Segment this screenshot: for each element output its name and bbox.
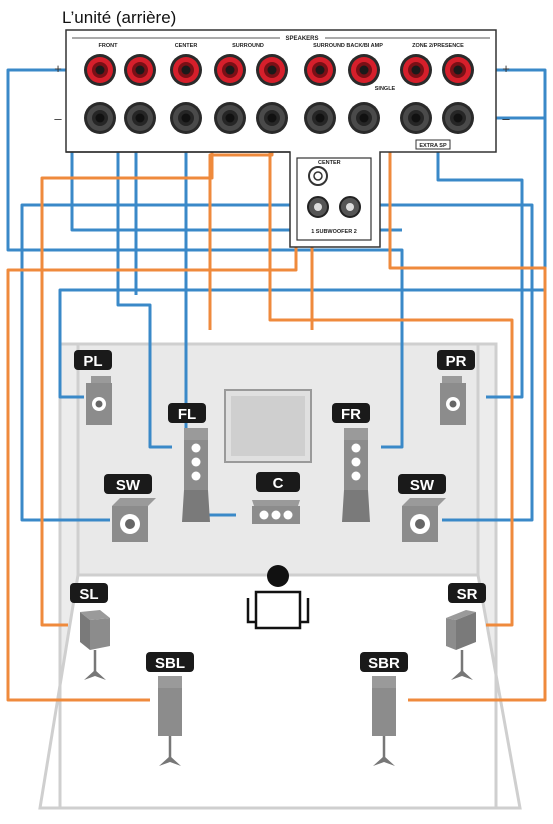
label-sw-right: SW [410,477,435,494]
speakers-label: SPEAKERS [285,36,318,42]
front-label: FRONT [99,43,119,49]
cable-pr [436,118,524,399]
speaker-c: C [252,472,300,524]
label-sl: SL [79,586,98,603]
cable-sw-left [20,203,300,522]
cable-fl-plus [6,68,404,449]
speaker-sl: SL [70,583,110,682]
tv [224,389,312,463]
label-sr: SR [457,586,478,603]
cable-pl [58,68,547,399]
plus-label: + [54,61,62,76]
surround-label: SURROUND [232,43,264,49]
speaker-sr: SR [446,583,486,682]
speaker-sw-right: SW [398,474,446,542]
speaker-sbr: SBR [360,652,408,768]
speaker-sw-left: SW [104,474,156,542]
plus-label-right: + [502,61,510,76]
label-sw-left: SW [116,477,141,494]
speaker-fl: FL [168,403,210,522]
rear-panel: SPEAKERS FRONT CENTER SURROUND SURROUND … [54,29,510,248]
subwoofer-label: 1 SUBWOOFER 2 [311,229,357,235]
label-pl: PL [83,353,102,370]
listener-icon [246,565,310,630]
cable-fr-plus [116,70,172,449]
cable-sbr [388,70,547,702]
cable-sw-right [360,203,534,522]
label-sbl: SBL [155,655,185,672]
label-pr: PR [446,353,467,370]
speaker-pl: PL [74,350,112,425]
single-label: SINGLE [375,86,396,92]
minus-label: – [54,111,62,126]
surround-back-label: SURROUND BACK/BI AMP [313,43,383,49]
sub-center-label: CENTER [318,160,341,166]
page-title: L’unité (arrière) [62,8,177,27]
label-fl: FL [178,406,196,423]
speaker-fr: FR [332,403,370,522]
minus-label-right: – [502,111,510,126]
speaker-sbl: SBL [146,652,194,768]
label-sbr: SBR [368,655,400,672]
zone2-label: ZONE 2/PRESENCE [412,43,464,49]
label-c: C [273,475,284,492]
extra-sp-label: EXTRA SP [419,143,447,149]
center-label: CENTER [175,43,198,49]
speaker-pr: PR [437,350,475,425]
cable-sr [268,70,514,627]
label-fr: FR [341,406,361,423]
